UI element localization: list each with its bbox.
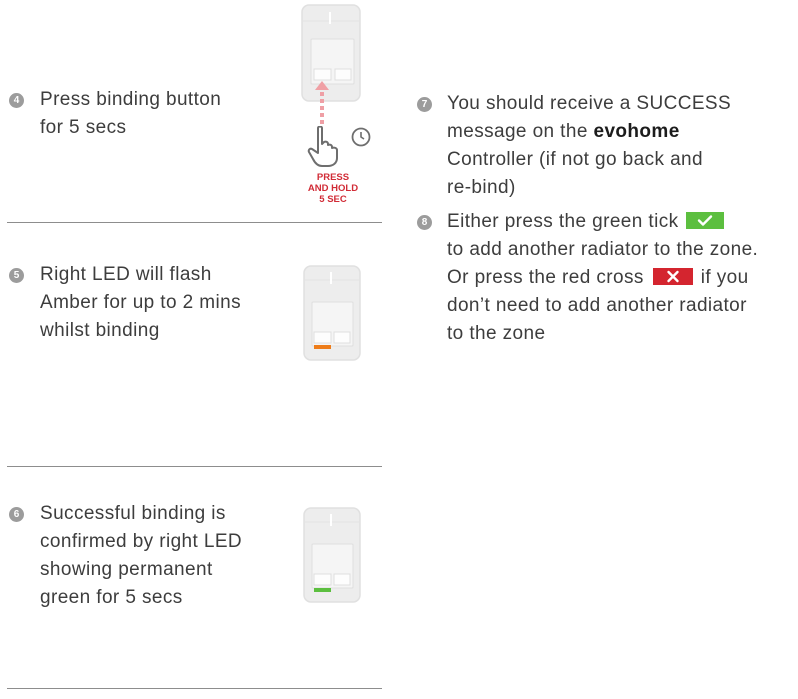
green-led [314, 588, 331, 592]
pointing-hand-icon [307, 126, 338, 167]
step-5-line-3: whilst binding [40, 320, 160, 341]
step-5-badge: 5 [9, 268, 24, 283]
clock-icon [351, 127, 371, 147]
step-8-line-4: don’t need to add another radiator [447, 295, 747, 316]
step-4-line-1: Press binding button [40, 89, 222, 110]
step-5-text: Right LED will flash Amber for up to 2 m… [40, 261, 241, 345]
step-4-badge: 4 [9, 93, 24, 108]
step-8-line-1: Either press the green tick [447, 208, 758, 236]
press-and-hold-label: PRESS AND HOLD 5 SEC [296, 172, 370, 205]
step-7-badge: 7 [417, 97, 432, 112]
step-6-text: Successful binding is confirmed by right… [40, 500, 242, 612]
step-4-line-2: for 5 secs [40, 117, 127, 138]
step-8-line-3: Or press the red cross if you [447, 264, 758, 292]
step-4-text: Press binding button for 5 secs [40, 86, 221, 142]
step-6-line-4: green for 5 secs [40, 587, 183, 608]
red-cross-tag [652, 268, 693, 285]
press-arrow-icon [315, 81, 329, 124]
press-label-line-1: PRESS [316, 172, 350, 183]
step-8-line-2: to add another radiator to the zone. [447, 239, 759, 260]
step-6-badge: 6 [9, 507, 24, 522]
step-6-line-3: showing permanent [40, 559, 213, 580]
divider-3 [7, 688, 382, 689]
step-6-line-2: confirmed by right LED [40, 531, 243, 552]
step-6-line-1: Successful binding is [40, 503, 226, 524]
step-7-line-4: re-bind) [447, 177, 516, 198]
trv-head-device-2 [303, 265, 361, 361]
step-5-line-2: Amber for up to 2 mins [40, 292, 241, 313]
step-8-text: Either press the green tick to add anoth… [447, 208, 758, 348]
step-8-line-3-tail: if you [700, 267, 749, 288]
step-7-line-2: message on the evohome [447, 118, 731, 146]
step-8-badge: 8 [417, 215, 432, 230]
step-7-line-2-text: message on the [447, 121, 594, 142]
press-label-line-3: 5 SEC [319, 194, 347, 205]
x-icon [652, 268, 693, 285]
evohome-brand: evohome [593, 121, 680, 142]
step-7-line-3: Controller (if not go back and [447, 149, 703, 170]
divider-2 [7, 466, 382, 467]
trv-head-device-1 [301, 4, 361, 102]
divider-1 [7, 222, 382, 223]
amber-led [314, 345, 331, 349]
check-icon [685, 212, 724, 229]
step-8-line-5: to the zone [447, 323, 546, 344]
press-label-line-2: AND HOLD [307, 183, 359, 194]
step-7-line-1: You should receive a SUCCESS [447, 93, 732, 114]
step-7-text: You should receive a SUCCESS message on … [447, 90, 731, 202]
step-8-line-1-text: Either press the green tick [447, 211, 679, 232]
trv-head-device-3 [303, 507, 361, 603]
step-5-line-1: Right LED will flash [40, 264, 212, 285]
green-tick-tag [685, 212, 724, 229]
step-8-line-3-text: Or press the red cross [447, 267, 644, 288]
